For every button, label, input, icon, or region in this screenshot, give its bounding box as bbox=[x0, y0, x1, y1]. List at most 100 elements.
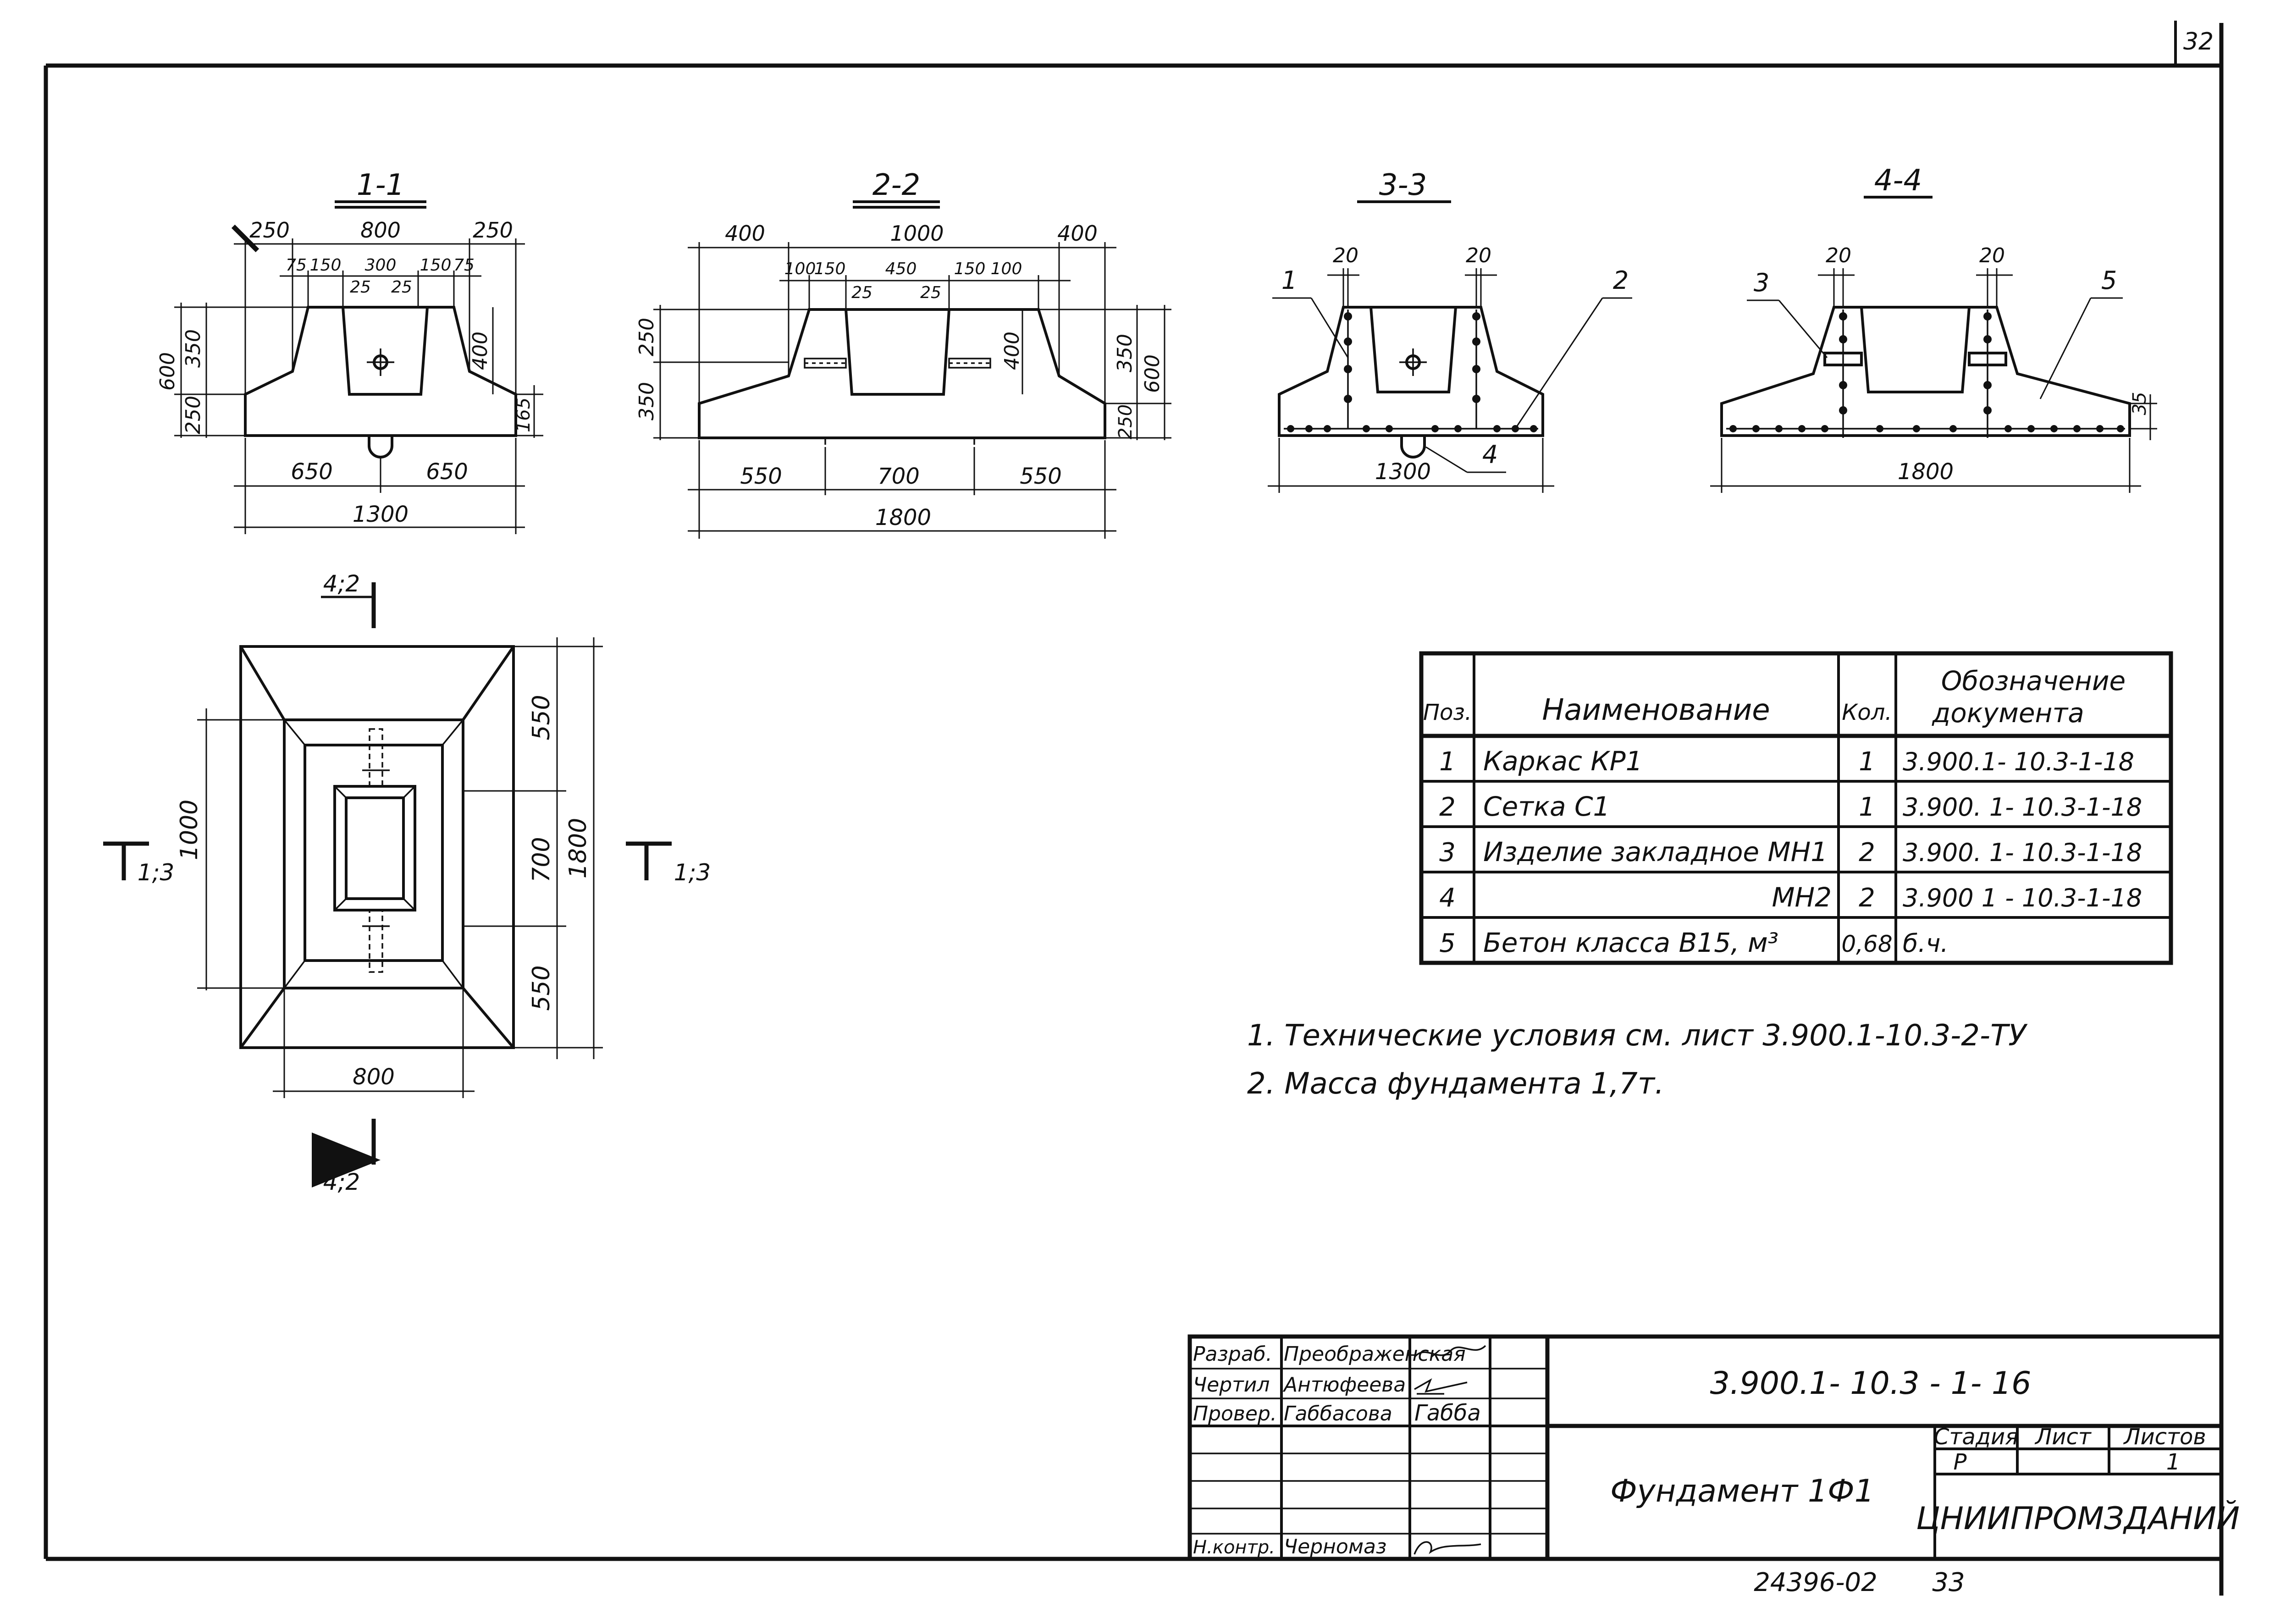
embedded-plate-right bbox=[948, 358, 991, 369]
dim-1-1-right-upper: 400 bbox=[469, 331, 492, 370]
cut-top-label: 4;2 bbox=[323, 570, 360, 597]
dim-1-1-sub-d: 150 bbox=[420, 256, 452, 275]
dim-3-3-bottom: 1300 bbox=[1375, 459, 1431, 485]
dim-2-2-top-left: 400 bbox=[725, 221, 765, 246]
dim-2-2-right-lower: 250 bbox=[1115, 404, 1136, 439]
dim-1-1-top-mid: 800 bbox=[360, 218, 401, 243]
dim-plan-left: 1000 bbox=[176, 800, 203, 860]
section-4-4-title: 4-4 bbox=[1874, 164, 1922, 198]
signature-2 bbox=[1414, 1378, 1468, 1395]
dim-2-2-sub-e: 100 bbox=[991, 260, 1022, 278]
dim-2-2-inner-b: 25 bbox=[920, 283, 941, 302]
spec-row-1-doc: 3.900.1- 10.3-1-18 bbox=[1903, 747, 2134, 776]
dim-2-2-sub-b: 150 bbox=[814, 260, 846, 278]
spec-row-1-pos: 1 bbox=[1439, 747, 1456, 777]
tb-sheets-value: 1 bbox=[2166, 1449, 2181, 1475]
dim-2-2-bot-total: 1800 bbox=[875, 505, 931, 530]
dim-1-1-inner-a: 25 bbox=[350, 278, 371, 297]
spec-row-5-pos: 5 bbox=[1439, 928, 1456, 958]
signature-7 bbox=[1414, 1541, 1481, 1555]
dim-1-1-top-left: 250 bbox=[249, 218, 290, 243]
lifting-loop bbox=[368, 436, 393, 458]
callout-4: 4 bbox=[1482, 440, 1498, 469]
spec-row-4-doc: 3.900 1 - 10.3-1-18 bbox=[1903, 884, 2142, 912]
dim-4-4-right: 20 bbox=[1979, 244, 2005, 267]
spec-row-3-name: Изделие закладное МН1 bbox=[1483, 836, 1828, 867]
section-4-4: 4-4 20 20 3 5 bbox=[1710, 164, 2157, 493]
dim-4-4-side: 35 bbox=[2129, 392, 2150, 415]
dim-2-2-inner-a: 25 bbox=[851, 283, 872, 302]
spec-row-4-pos: 4 bbox=[1439, 883, 1456, 913]
dim-1-1-bot-right: 650 bbox=[426, 459, 468, 485]
spec-row-1-qty: 1 bbox=[1859, 747, 1875, 777]
spec-row-1-name: Каркас КР1 bbox=[1483, 746, 1643, 777]
dim-2-2-sub-a: 100 bbox=[784, 260, 816, 278]
tb-role-1: Разраб. bbox=[1193, 1342, 1272, 1366]
footer-right: 33 bbox=[1932, 1568, 1965, 1597]
note-1: 1. Технические условия см. лист 3.900.1-… bbox=[1247, 1019, 2028, 1053]
tb-role-3: Провер. bbox=[1193, 1402, 1277, 1425]
embedded-plate-left bbox=[804, 358, 847, 369]
dim-4-4-left: 20 bbox=[1826, 244, 1851, 267]
tb-name-7: Черномаз bbox=[1284, 1535, 1386, 1558]
dim-1-1-bot-left: 650 bbox=[291, 459, 333, 485]
section-2-2-title: 2-2 bbox=[872, 168, 921, 202]
tb-role-2: Чертил bbox=[1193, 1373, 1270, 1397]
dim-plan-bottom: 800 bbox=[353, 1064, 395, 1090]
dim-1-1-sub-e: 75 bbox=[453, 256, 475, 275]
dim-1-1-left-upper: 350 bbox=[182, 329, 205, 368]
dim-2-2-sub-d: 150 bbox=[954, 260, 986, 278]
cut-left-label: 1;3 bbox=[138, 859, 174, 886]
section-1-1: 1-1 250 800 250 75 150 300 150 75 25 25 bbox=[156, 168, 543, 534]
dim-1-1-sub-b: 150 bbox=[310, 256, 342, 275]
tb-sheet-header: Лист bbox=[2034, 1424, 2092, 1450]
dim-1-1-sub-c: 300 bbox=[365, 256, 397, 275]
note-2: 2. Масса фундамента 1,7т. bbox=[1247, 1067, 1664, 1101]
callout-3: 3 bbox=[1754, 268, 1769, 297]
sheet-frame bbox=[44, 21, 2224, 1596]
spec-row-2-qty: 1 bbox=[1859, 792, 1875, 822]
section-2-2-body bbox=[698, 308, 1106, 439]
spec-row-4-qty: 2 bbox=[1859, 883, 1875, 913]
dim-3-3-right: 20 bbox=[1466, 244, 1491, 267]
dim-2-2-right-upper: 350 bbox=[1113, 334, 1137, 372]
dim-2-2-sub-c: 450 bbox=[885, 260, 917, 278]
dim-2-2-bot-right: 550 bbox=[1020, 464, 1062, 489]
dim-2-2-right-total: 600 bbox=[1141, 354, 1164, 393]
spec-row-3-pos: 3 bbox=[1439, 838, 1456, 867]
cut-bottom-label: 4;2 bbox=[323, 1169, 360, 1195]
dim-plan-right-total: 1800 bbox=[564, 818, 592, 878]
spec-row-5-qty: 0,68 bbox=[1841, 931, 1892, 957]
footer-left: 24396-02 bbox=[1754, 1568, 1877, 1597]
dim-1-1-inner-b: 25 bbox=[391, 278, 412, 297]
cut-right-label: 1;3 bbox=[674, 859, 711, 886]
dim-4-4-bottom: 1800 bbox=[1898, 459, 1954, 485]
callout-2: 2 bbox=[1613, 266, 1629, 295]
spec-row-3-qty: 2 bbox=[1859, 838, 1875, 867]
section-3-3: 3-3 20 20 1 2 4 bbox=[1268, 168, 1632, 493]
dim-2-2-left-lower: 350 bbox=[635, 382, 658, 420]
section-3-3-socket bbox=[1369, 307, 1457, 393]
callout-1: 1 bbox=[1281, 266, 1297, 295]
spec-row-4-name: МН2 bbox=[1772, 882, 1832, 913]
dim-2-2-top-mid: 1000 bbox=[890, 221, 944, 246]
tb-stage-value: Р bbox=[1954, 1449, 1967, 1475]
signature-1 bbox=[1414, 1345, 1486, 1358]
tb-sheets-header: Листов bbox=[2123, 1424, 2206, 1450]
section-3-3-title: 3-3 bbox=[1379, 168, 1427, 202]
spec-row-2-pos: 2 bbox=[1439, 792, 1456, 822]
plan-view: 4;2 4;2 1;3 1;3 1000 550 700 550 1800 80… bbox=[103, 570, 711, 1195]
dim-2-2-right-inner: 400 bbox=[1000, 331, 1024, 370]
spec-row-3-doc: 3.900. 1- 10.3-1-18 bbox=[1903, 838, 2142, 867]
dim-1-1-sub-a: 75 bbox=[286, 256, 307, 275]
dim-2-2-top-right: 400 bbox=[1057, 221, 1098, 246]
spec-row-5-doc: б.ч. bbox=[1903, 929, 1949, 958]
dim-plan-right-c: 550 bbox=[528, 965, 555, 1011]
page-number: 32 bbox=[2183, 28, 2214, 55]
spec-row-2-doc: 3.900. 1- 10.3-1-18 bbox=[1903, 793, 2142, 822]
dim-1-1-top-right: 250 bbox=[473, 218, 513, 243]
spec-table: Поз. Наименование Кол. Обозначение докум… bbox=[1419, 651, 2173, 965]
tb-stage-header: Стадия bbox=[1934, 1424, 2018, 1450]
tb-name-3: Габбасова bbox=[1284, 1402, 1392, 1425]
